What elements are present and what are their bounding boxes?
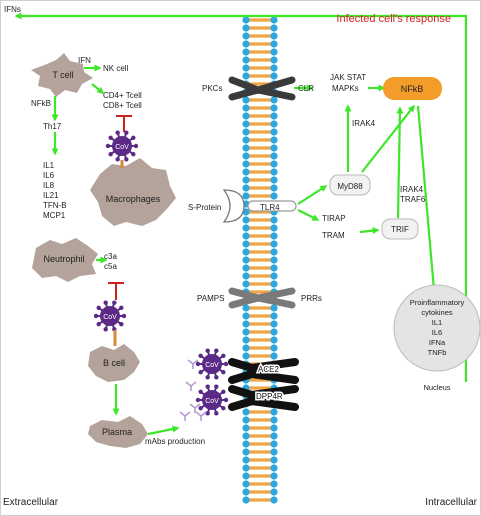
cytokine-item: IL21 — [43, 191, 59, 200]
cov-label: CoV — [103, 314, 117, 321]
antibody-3 — [189, 403, 201, 413]
plasma-label: Plasma — [102, 427, 132, 437]
cytokine-item: MCP1 — [43, 211, 66, 220]
arrow-layer — [14, 12, 468, 436]
sprotein-label: S-Protein — [188, 203, 221, 212]
nucleus — [393, 284, 481, 372]
plasma-cell: Plasma — [88, 416, 148, 448]
antibody-layer — [179, 359, 207, 421]
nucleus-line: IL6 — [432, 328, 442, 337]
bcell: B cell — [88, 344, 140, 382]
extracellular-label: Extracellular — [3, 497, 59, 508]
myd88-node: MyD88 — [329, 174, 371, 196]
cov-label: CoV — [115, 144, 129, 151]
cytokine-item: IL1 — [43, 161, 55, 170]
macrophages-label: Macrophages — [106, 194, 161, 204]
antibody-2 — [185, 381, 197, 391]
neutrophil-cell: Neutrophil — [32, 238, 98, 282]
myd88-label: MyD88 — [337, 182, 363, 191]
virus-4: CoV — [195, 384, 229, 416]
cell-membrane — [242, 16, 278, 504]
inhibit-neutrophil — [108, 282, 124, 300]
dpp4r-label: DPP4R — [256, 392, 283, 401]
c5a-label: c5a — [104, 262, 117, 271]
ifns-label: IFNs — [4, 5, 21, 14]
clr-label: CLR — [298, 84, 314, 93]
jakstat-label: JAK STAT — [330, 73, 366, 82]
nucleus-line: IL1 — [432, 318, 442, 327]
ace2-label: ACE2 — [258, 365, 279, 374]
sprotein-shape — [222, 189, 245, 223]
antibody-1 — [187, 359, 199, 369]
th17-label: Th17 — [43, 122, 62, 131]
arrow-tlr4-myd88 — [297, 185, 328, 205]
virus-1: CoV — [105, 130, 139, 162]
mapks-label: MAPKs — [332, 84, 359, 93]
inhibit-tcell-macrophages — [116, 115, 132, 132]
prrs-label: PRRs — [301, 294, 322, 303]
irak4-a-label: IRAK4 — [352, 119, 376, 128]
nkcell-label: NK cell — [103, 64, 129, 73]
pkcs-label: PKCs — [202, 84, 222, 93]
dpp4r-receptor — [228, 385, 299, 411]
arrow-tcell-cd4 — [91, 83, 105, 94]
arrow-trif-nfkb — [396, 106, 404, 219]
virus-3: CoV — [195, 348, 229, 380]
arrow-myd88-nfkb — [361, 104, 415, 173]
macrophages-cell: Macrophages — [90, 158, 176, 226]
ifn-label: IFN — [78, 56, 91, 65]
antibody-5 — [195, 411, 207, 421]
tlr4-label: TLR4 — [260, 203, 280, 212]
irak4-b-label: IRAK4 — [400, 185, 424, 194]
ace2-receptor — [228, 358, 299, 384]
tcell: T cell — [31, 53, 93, 97]
arrow-tram-trif — [359, 227, 380, 235]
pamps-label: PAMPS — [197, 294, 224, 303]
cov-label: CoV — [205, 362, 219, 369]
cd8-label: CD8+ Tcell — [103, 101, 142, 110]
nfkb-small-label: NFkB — [31, 99, 51, 108]
nucleus-line: Proinflammatory — [410, 298, 465, 307]
tirap-label: TIRAP — [322, 214, 346, 223]
virus-2: CoV — [93, 300, 127, 332]
arrow-ifns-feedback — [14, 12, 468, 382]
nfkb-node: NFkB — [383, 77, 442, 100]
cd4-label: CD4+ Tcell — [103, 91, 142, 100]
prrs-receptor — [228, 287, 296, 309]
nucleus-line: cytokines — [421, 308, 453, 317]
arrow-tlr4-tirap — [297, 209, 320, 221]
neutrophil-label: Neutrophil — [43, 254, 84, 264]
traf6-label: TRAF6 — [400, 195, 426, 204]
antibody-4 — [179, 411, 191, 421]
pkcs-receptor — [228, 76, 296, 101]
virus-layer: CoV CoV CoV CoV — [93, 130, 229, 416]
tram-label: TRAM — [322, 231, 345, 240]
intracellular-label: Intracellular — [425, 497, 477, 508]
bcell-label: B cell — [103, 358, 125, 368]
arrow-plasma-mabs — [147, 425, 180, 436]
nucleus-line: TNFb — [428, 348, 447, 357]
tlr4-receptor — [247, 200, 297, 212]
cytokine-item: IL6 — [43, 171, 55, 180]
cytokine-item: IL8 — [43, 181, 55, 190]
trif-node: TRIF — [381, 218, 419, 240]
mabs-label: mAbs production — [145, 437, 205, 446]
cytokine-item: TFN-B — [43, 201, 67, 210]
arrow-nfkb-nucleus — [416, 105, 438, 292]
nfkb-label: NFkB — [401, 84, 424, 94]
c3a-label: c3a — [104, 252, 117, 261]
trif-label: TRIF — [391, 225, 409, 234]
tcell-label: T cell — [52, 70, 73, 80]
nucleus-label: Nucleus — [423, 383, 450, 392]
cov-label: CoV — [205, 398, 219, 405]
nucleus-line: IFNa — [429, 338, 446, 347]
title: Infected cell's response — [336, 13, 451, 25]
